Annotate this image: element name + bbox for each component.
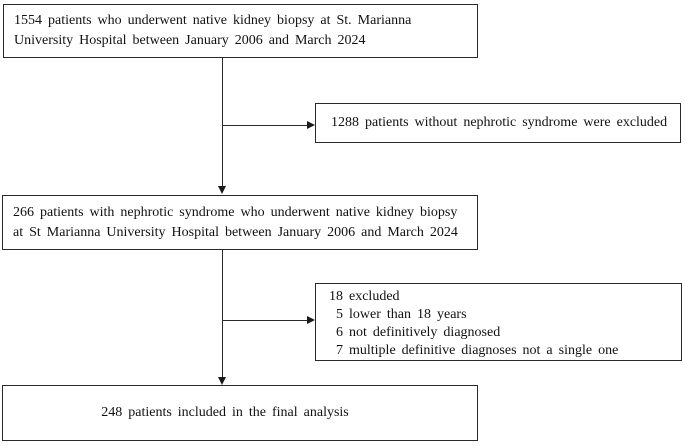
flow-box-nephrotic-patients: 266 patients with nephrotic syndrome who… [2, 195, 478, 250]
excluded-detail-item: 6 not definitively diagnosed [336, 325, 501, 340]
flow-box-text-line: 266 patients with nephrotic syndrome who… [13, 205, 458, 220]
connector-vertical-1 [222, 58, 223, 186]
connector-branch-2 [222, 320, 307, 321]
flow-box-excluded-detail: 18 excluded 5 lower than 18 years 6 not … [315, 283, 682, 361]
arrowhead-down-icon [218, 377, 226, 385]
flow-box-total-patients: 1554 patients who underwent native kidne… [3, 4, 478, 58]
excluded-detail-item: 5 lower than 18 years [336, 307, 467, 322]
excluded-detail-title: 18 excluded [329, 289, 400, 304]
arrowhead-right-icon [307, 316, 315, 324]
flow-box-text-line: University Hospital between January 2006… [14, 33, 366, 48]
flow-box-text-line: 1554 patients who underwent native kidne… [14, 13, 412, 28]
flow-box-final-analysis: 248 patients included in the final analy… [2, 385, 478, 441]
flow-box-text-line: 248 patients included in the final analy… [101, 405, 349, 420]
flow-box-text-line: at St Marianna University Hospital betwe… [13, 225, 458, 240]
excluded-detail-item: 7 multiple definitive diagnoses not a si… [336, 343, 619, 358]
flow-box-excluded-non-nephrotic: 1288 patients without nephrotic syndrome… [315, 103, 681, 143]
arrowhead-down-icon [218, 186, 226, 194]
connector-branch-1 [222, 125, 307, 126]
arrowhead-right-icon [307, 121, 315, 129]
connector-vertical-2 [222, 250, 223, 377]
flow-box-text-line: 1288 patients without nephrotic syndrome… [331, 115, 668, 130]
